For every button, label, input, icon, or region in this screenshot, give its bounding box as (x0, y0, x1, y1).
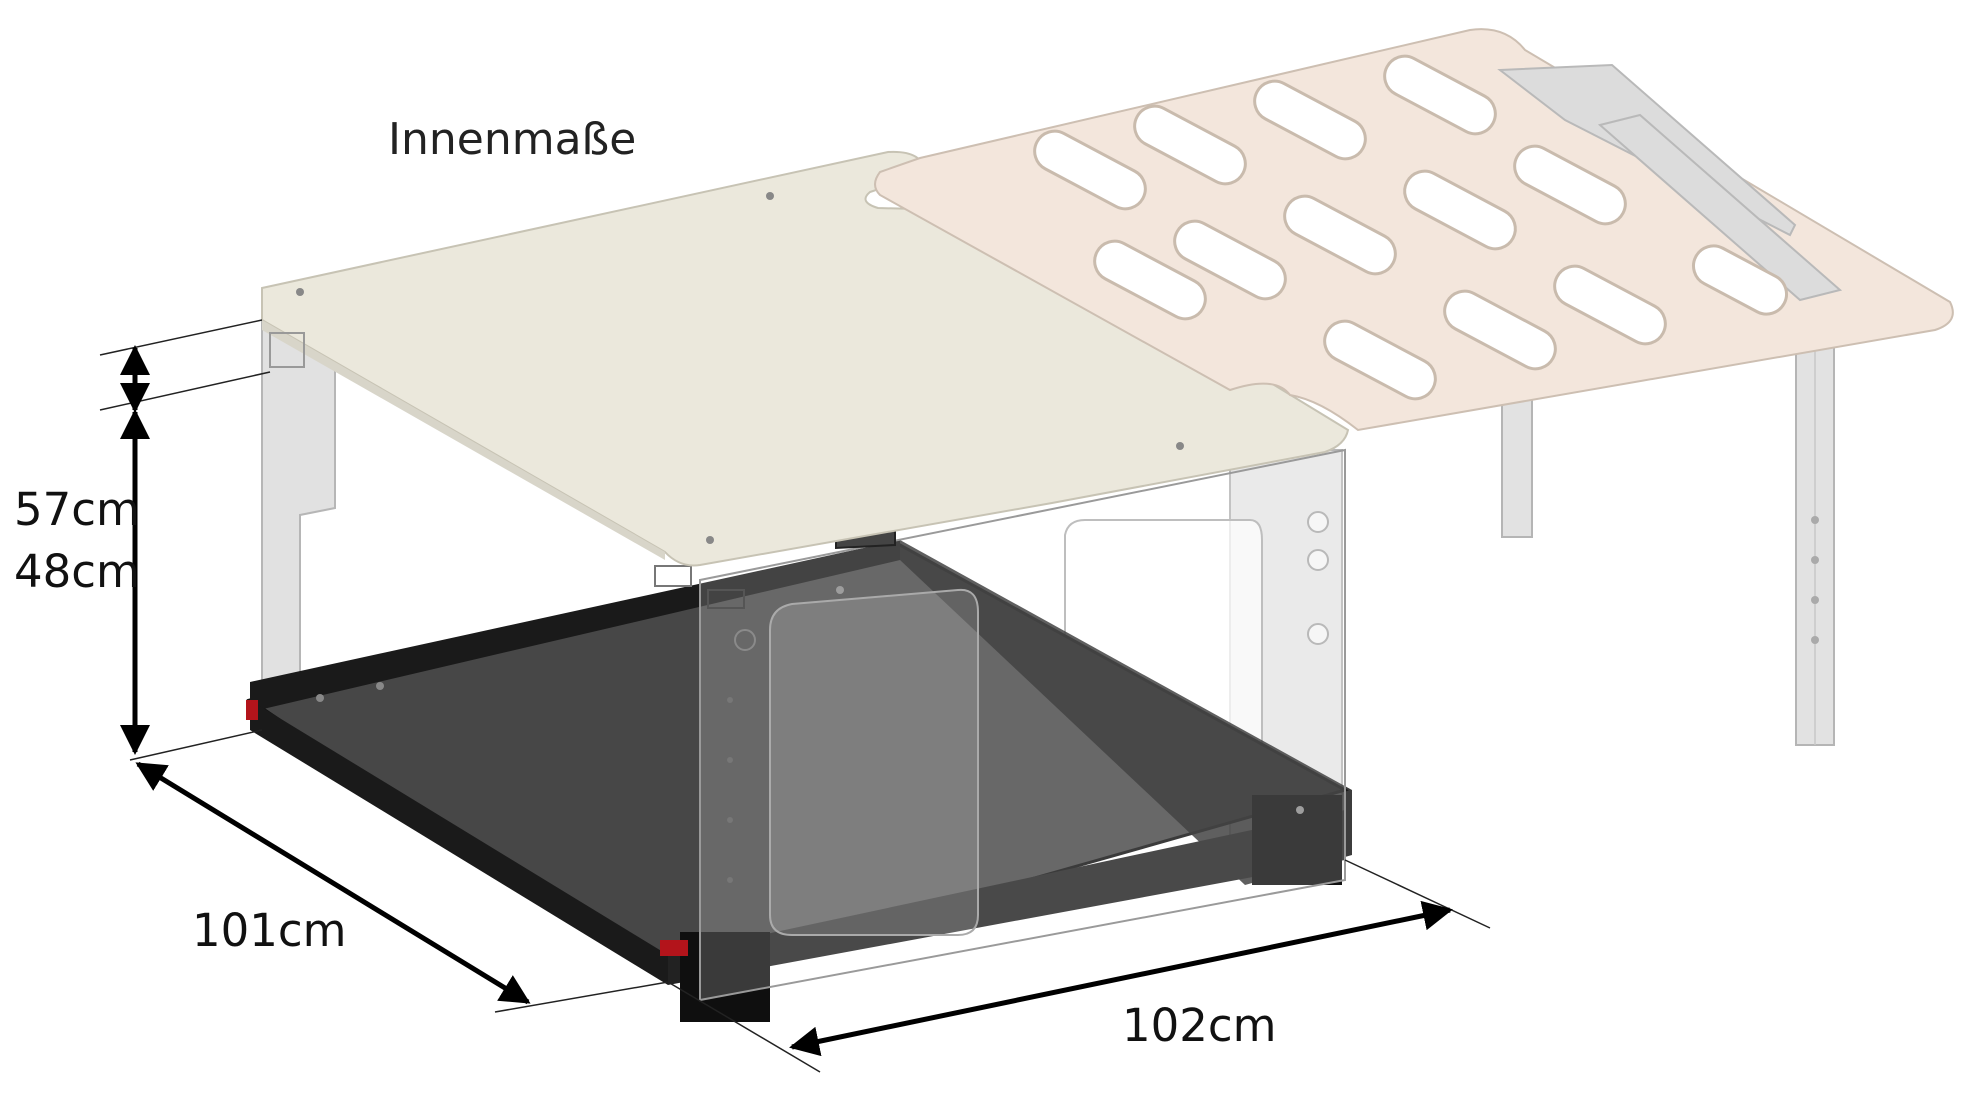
depth-arrow (135, 761, 531, 1005)
dimension-arrows (120, 345, 1453, 1057)
height-outer-label: 57cm (14, 483, 140, 536)
top-board (261, 150, 1350, 567)
depth-label: 101cm (192, 904, 347, 957)
height-inner-label: 48cm (14, 545, 140, 598)
width-arrow (789, 900, 1453, 1057)
extension-board (874, 28, 1954, 432)
title-label: Innenmaße (388, 114, 637, 165)
extension-legs (1501, 344, 1835, 746)
width-label: 102cm (1122, 999, 1277, 1052)
